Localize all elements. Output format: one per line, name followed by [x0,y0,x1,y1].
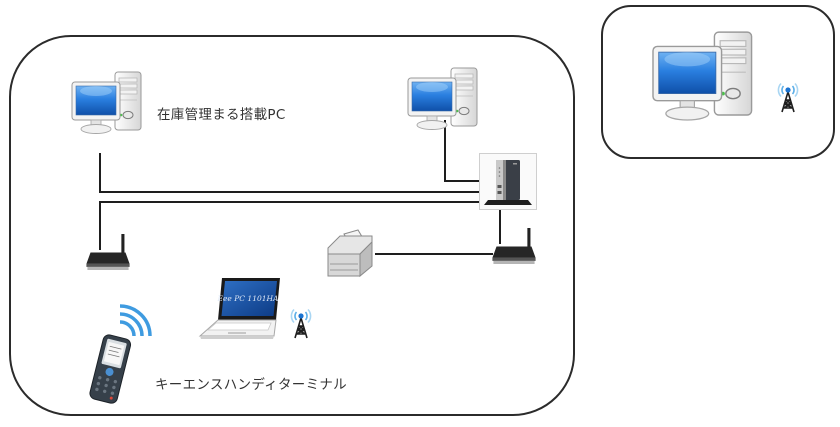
laptop-wireless-antenna-icon [290,308,312,339]
remote-pc-icon[interactable] [652,31,753,121]
handy-terminal-label: キーエンスハンディターミナル [155,377,347,393]
wire-inventory-pc-to-hub [99,153,480,193]
wire-second-pc-to-hub [444,120,480,182]
inventory-pc-icon[interactable] [71,71,142,136]
wire-left-router-to-hub [99,201,480,250]
printer-icon[interactable] [326,228,378,280]
second-pc-icon[interactable] [407,67,478,132]
handy-terminal-icon[interactable] [89,304,152,406]
wireless-router-right-icon[interactable] [492,228,536,264]
remote-site-zone [601,5,835,159]
local-network-zone [9,35,575,416]
wireless-router-left-icon[interactable] [86,234,130,270]
remote-wireless-antenna-icon [777,82,799,113]
inventory-pc-label: 在庫管理まる搭載PC [157,107,286,123]
laptop-icon[interactable]: Eee PC 1101HA [198,276,282,342]
laptop-screen-brand: Eee PC 1101HA [217,294,280,303]
network-hub-icon[interactable] [482,156,534,208]
